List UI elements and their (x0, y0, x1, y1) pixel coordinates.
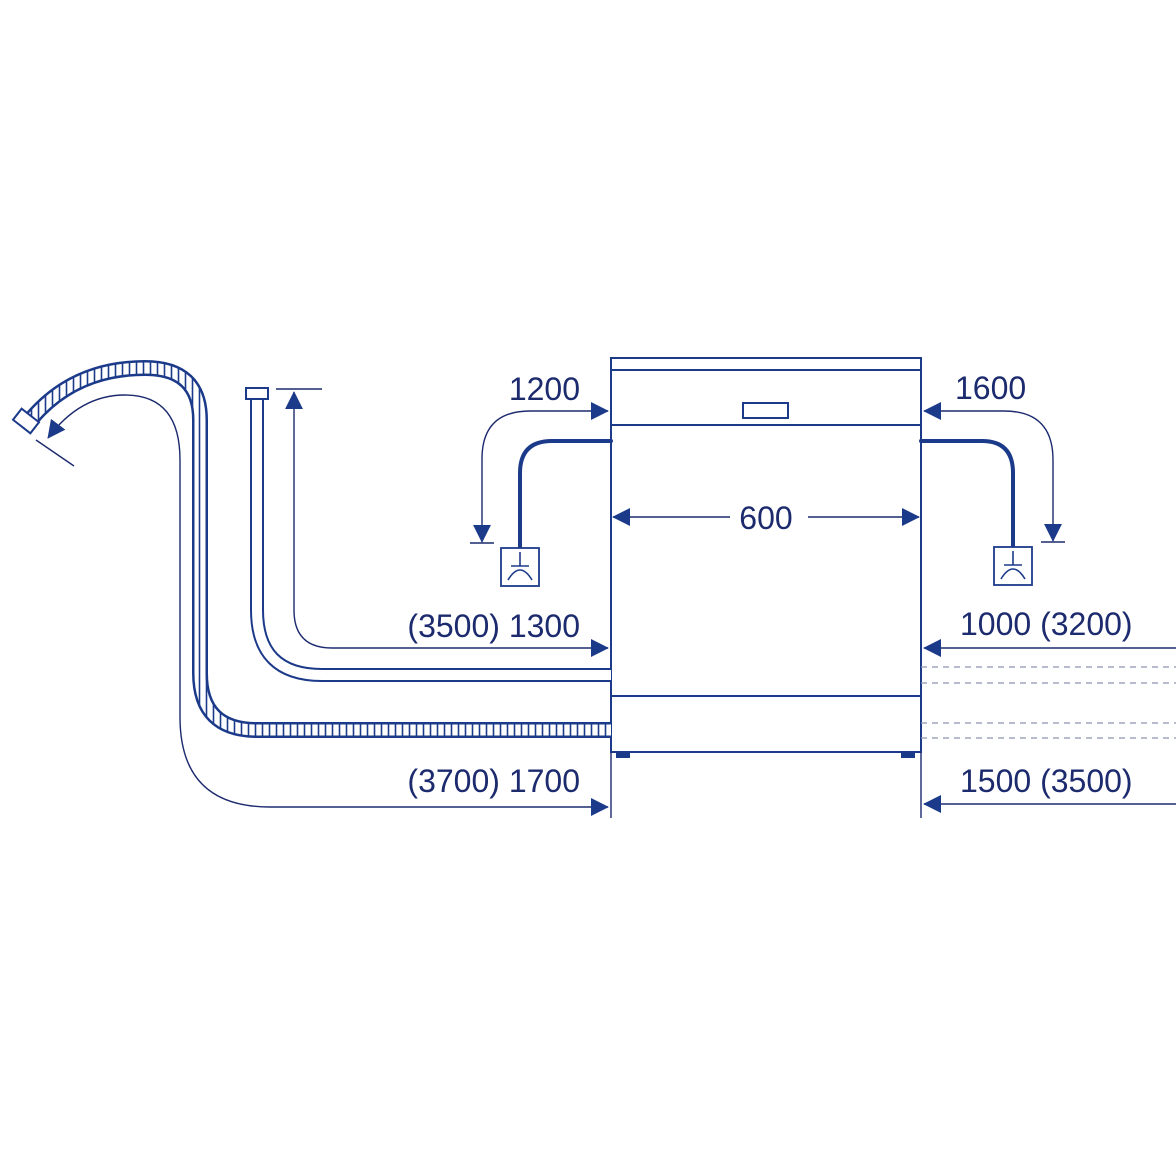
power-right-label: 1600 (955, 370, 1026, 406)
width-label: 600 (739, 500, 792, 536)
power-cord-left: 1200 (470, 371, 613, 587)
width-dimension: 600 (612, 500, 920, 536)
power-left-label: 1200 (509, 371, 580, 407)
socket-icon (993, 546, 1033, 586)
foot-right (901, 752, 915, 758)
control-panel-display (742, 402, 789, 419)
drain-hose: (3700) 1700 (11, 360, 611, 816)
inlet-left-label: (3500) 1300 (407, 608, 580, 644)
inlet-connector (245, 387, 269, 400)
power-cord-right: 1600 (919, 370, 1065, 586)
socket-icon (500, 547, 540, 587)
inlet-right-label: 1000 (3200) (960, 606, 1133, 642)
drain-hose-end (11, 407, 41, 435)
water-inlet-hose: (3500) 1300 (245, 387, 611, 682)
dishwasher-body (610, 357, 922, 758)
right-side-dimensions: 1000 (3200) 1500 (3500) (610, 606, 1176, 818)
foot-left (616, 752, 630, 758)
drain-left-label: (3700) 1700 (407, 763, 580, 799)
drain-right-label: 1500 (3500) (960, 763, 1133, 799)
